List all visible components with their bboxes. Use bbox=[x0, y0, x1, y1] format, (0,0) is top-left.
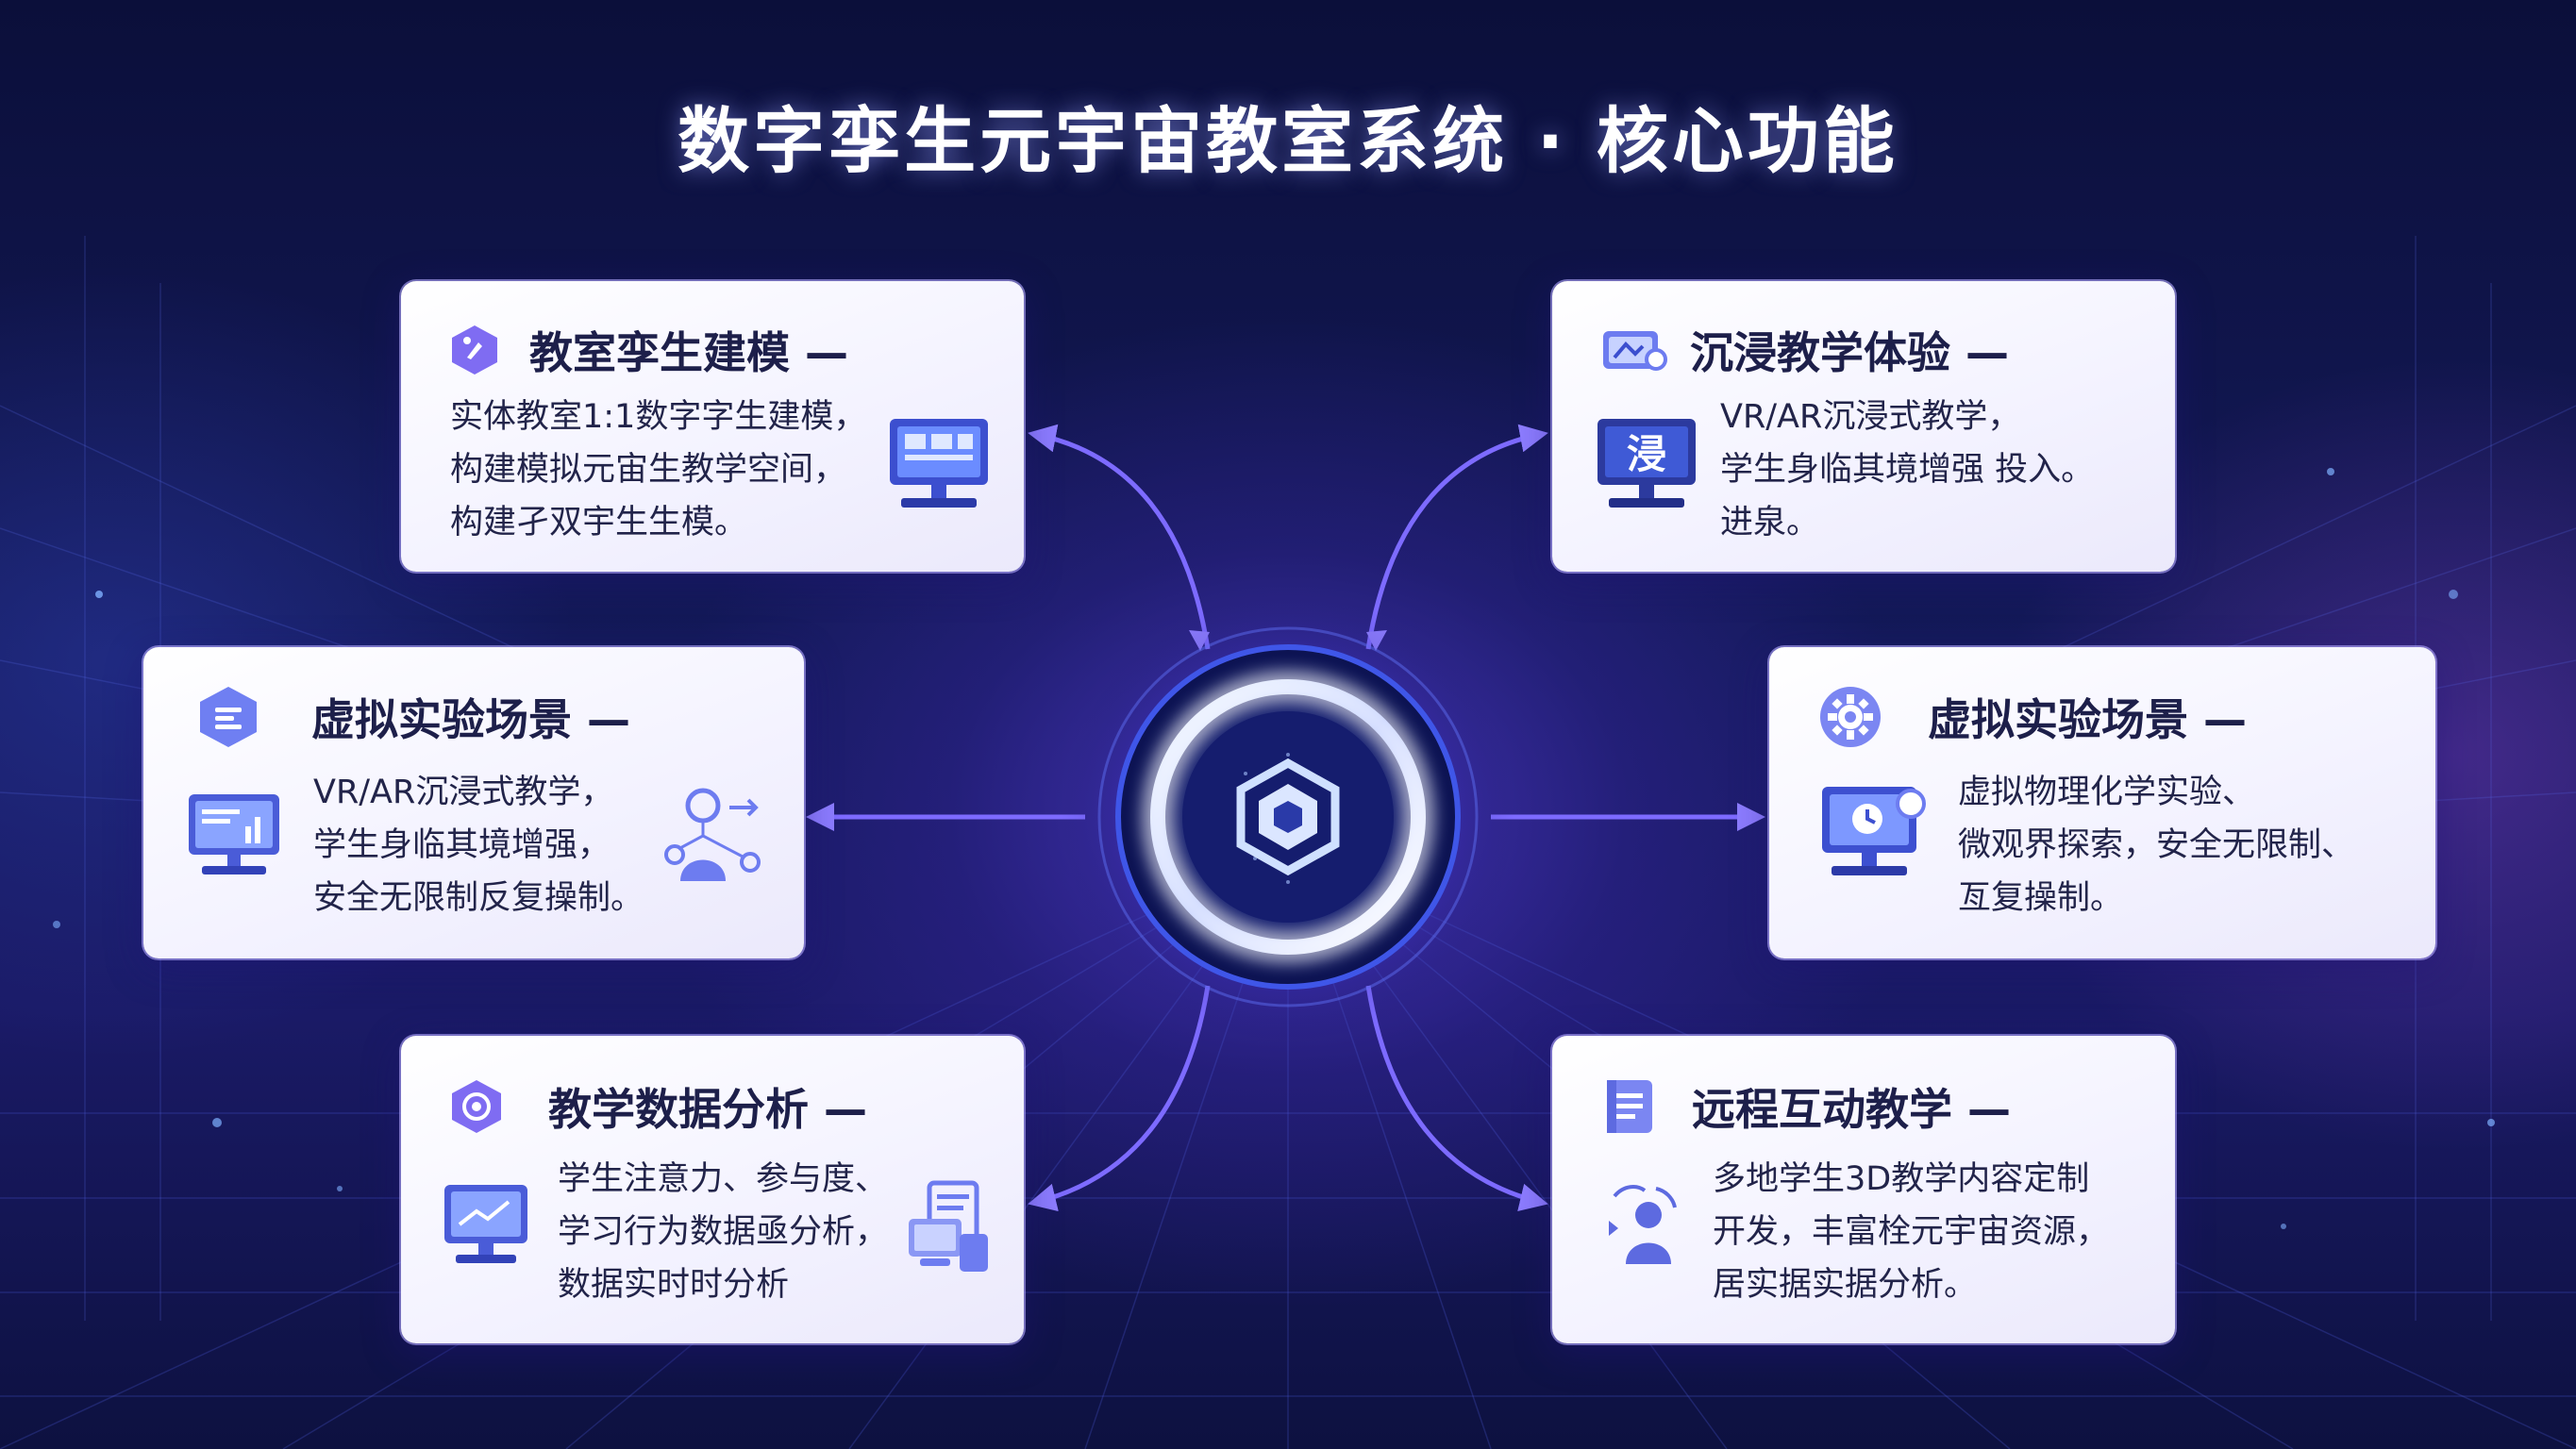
vr-headset-icon bbox=[1597, 322, 1671, 378]
card-title: 虚拟实验场景 — bbox=[1928, 694, 2248, 745]
card-line: 学生身临其境增强， bbox=[313, 826, 611, 864]
card-virtual-right[interactable]: 虚拟实验场景 — 虚拟物理化学实验、 微观界探索，安全无限制、 亙复操制。 bbox=[1769, 647, 2435, 958]
card-title: 沉浸教学体验 — bbox=[1690, 327, 2010, 378]
devices-icon bbox=[901, 1177, 995, 1281]
gear-icon bbox=[1816, 683, 1884, 751]
card-line: 开发，丰富栓元宇宙资源， bbox=[1713, 1213, 2110, 1251]
card-line: 多地学生3D教学内容定制 bbox=[1713, 1160, 2090, 1198]
card-line: 亙复操制。 bbox=[1958, 879, 2124, 917]
page-title: 数字孪生元宇宙教室系统 · 核心功能 bbox=[677, 99, 1899, 183]
monitor-character-icon: 浸 bbox=[1590, 413, 1703, 517]
people-network-icon bbox=[658, 779, 771, 892]
card-virtual-left[interactable]: 虚拟实验场景 — VR/AR沉浸式教学， 学生身临其境增强， 安全无限制反复操制… bbox=[143, 647, 804, 958]
card-data-analysis[interactable]: 教学数据分析 — 学生注意力、参与度、 学习行为数据亟分析， 数据实时时分析 bbox=[401, 1036, 1024, 1343]
card-line: 居实据实据分析。 bbox=[1713, 1266, 1978, 1304]
card-title: 虚拟实验场景 — bbox=[311, 694, 631, 745]
card-line: 学生注意力、参与度、 bbox=[558, 1160, 889, 1198]
monitor-char-text: 浸 bbox=[1627, 431, 1666, 477]
document-icon bbox=[1601, 1076, 1658, 1137]
card-line: VR/AR沉浸式教学， bbox=[313, 774, 614, 811]
card-line: 虚拟物理化学实验、 bbox=[1958, 774, 2256, 811]
monitor-dashboard-icon bbox=[882, 413, 995, 517]
card-line: 构建模拟元宙生教学空间， bbox=[450, 451, 847, 489]
card-line: 数据实时时分析 bbox=[558, 1266, 790, 1304]
hexagon-core-icon bbox=[1217, 746, 1359, 888]
users-share-icon bbox=[1599, 1177, 1684, 1272]
card-line: 学习行为数据亟分析， bbox=[558, 1213, 889, 1251]
monitor-clock-icon bbox=[1816, 779, 1930, 889]
card-line: 进泉。 bbox=[1720, 504, 1820, 541]
card-title: 教室孪生建模 — bbox=[529, 327, 849, 378]
card-line: VR/AR沉浸式教学， bbox=[1720, 398, 2021, 436]
card-remote[interactable]: 远程互动教学 — 多地学生3D教学内容定制 开发，丰富栓元宇宙资源， 居实据实据… bbox=[1552, 1036, 2175, 1343]
hexagon-badge-icon bbox=[446, 322, 503, 378]
monitor-pen-icon bbox=[439, 1177, 533, 1272]
card-line: 安全无限制反复操制。 bbox=[313, 879, 644, 917]
card-line: 实体教室1:1数字字生建模， bbox=[450, 398, 867, 436]
card-title: 远程互动教学 — bbox=[1692, 1084, 2012, 1135]
card-title: 教学数据分析 — bbox=[548, 1084, 868, 1135]
connectors bbox=[806, 424, 1765, 1212]
card-line: 微观界探索，安全无限制、 bbox=[1958, 826, 2355, 864]
card-line: 构建孑双宇生生模。 bbox=[450, 504, 748, 541]
card-line: 学生身临其境增强 投入。 bbox=[1720, 451, 2095, 489]
hexagon-target-icon bbox=[446, 1076, 507, 1137]
card-immersive[interactable]: 沉浸教学体验 — 浸 VR/AR沉浸式教学， 学生身临其境增强 投入。 进泉。 bbox=[1552, 281, 2175, 572]
card-twin-modeling[interactable]: 教室孪生建模 — 实体教室1:1数字字生建模， 构建模拟元宙生教学空间， 构建孑… bbox=[401, 281, 1024, 572]
monitor-chart-icon bbox=[183, 789, 285, 883]
hexagon-list-icon bbox=[194, 683, 262, 751]
